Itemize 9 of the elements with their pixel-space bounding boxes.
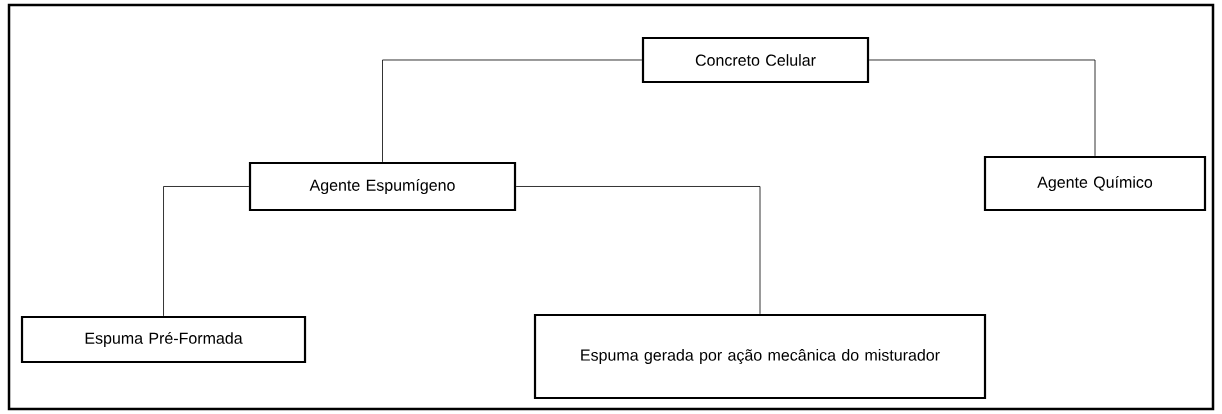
- category-box: Agente Espumígeno: [248, 161, 517, 212]
- category-box: Concreto Celular: [641, 36, 870, 84]
- category-box: Agente Químico: [983, 155, 1207, 212]
- connector-line: [515, 186, 761, 315]
- category-box: Espuma gerada por ação mecânica do misturador: [533, 313, 987, 400]
- connector-line: [163, 186, 250, 317]
- connector-line: [868, 59, 1096, 157]
- category-box: Espuma Pré-Formada: [20, 315, 307, 364]
- connector-line: [382, 59, 643, 163]
